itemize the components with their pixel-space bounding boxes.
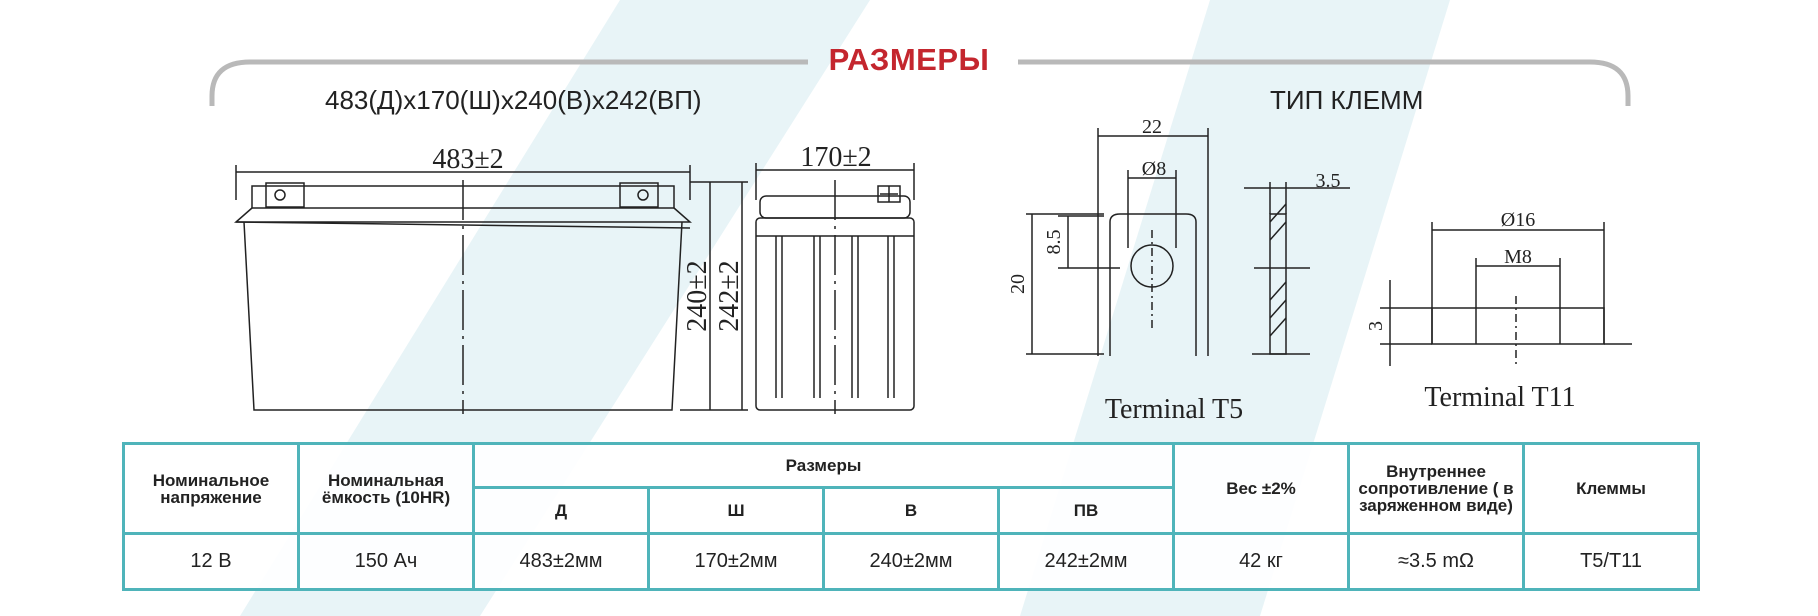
header-voltage: Номинальное напряжение	[122, 442, 300, 535]
t11-thread-label: M8	[1504, 246, 1532, 268]
header-weight: Вес ±2%	[1172, 442, 1350, 535]
front-width-label: 483±2	[432, 144, 503, 175]
t5-height-label: 20	[1007, 274, 1029, 294]
cell-resistance: ≈3.5 mΩ	[1347, 532, 1525, 591]
cell-capacity: 150 Ач	[297, 532, 475, 591]
t5-name: Terminal T5	[1105, 394, 1243, 425]
cell-width: 170±2мм	[647, 532, 825, 591]
side-view	[755, 163, 915, 414]
terminal-type-title: ТИП КЛЕММ	[1270, 85, 1424, 115]
header-total-height: ПВ	[997, 486, 1175, 535]
total-height-label: 242±2	[714, 260, 745, 331]
t5-hole-label: Ø8	[1142, 158, 1166, 180]
cell-voltage: 12 В	[122, 532, 300, 591]
header-width: Ш	[647, 486, 825, 535]
t5-width-label: 22	[1142, 116, 1162, 138]
t11-diameter-label: Ø16	[1501, 209, 1535, 231]
table-row: 12 В 150 Ач 483±2мм 170±2мм 240±2мм 242±…	[122, 532, 1700, 591]
cell-height: 240±2мм	[822, 532, 1000, 591]
header-terminals: Клеммы	[1522, 442, 1700, 535]
cell-terminals: T5/T11	[1522, 532, 1700, 591]
section-title: РАЗМЕРЫ	[828, 42, 990, 77]
header-length: Д	[472, 486, 650, 535]
front-view	[234, 165, 748, 414]
t11-name: Terminal T11	[1424, 382, 1575, 413]
t11-height-label: 3	[1365, 321, 1387, 331]
side-width-label: 170±2	[800, 142, 871, 173]
cell-weight: 42 кг	[1172, 532, 1350, 591]
cell-total-height: 242±2мм	[997, 532, 1175, 591]
header-resistance: Внутреннее сопротивление ( в заряженном …	[1347, 442, 1525, 535]
cell-length: 483±2мм	[472, 532, 650, 591]
terminal-t11-drawing	[1380, 222, 1632, 366]
height-label: 240±2	[682, 260, 713, 331]
header-height: В	[822, 486, 1000, 535]
dimensions-summary: 483(Д)x170(Ш)x240(В)x242(ВП)	[325, 85, 702, 115]
t5-offset-label: 8.5	[1043, 230, 1065, 255]
spec-table: Номинальное напряжение Номинальная ёмкос…	[122, 442, 1700, 591]
t5-thickness-label: 3.5	[1316, 170, 1341, 192]
terminal-t5-drawing	[1026, 128, 1350, 356]
header-dimensions: Размеры	[472, 442, 1175, 489]
header-capacity: Номинальная ёмкость (10HR)	[297, 442, 475, 535]
